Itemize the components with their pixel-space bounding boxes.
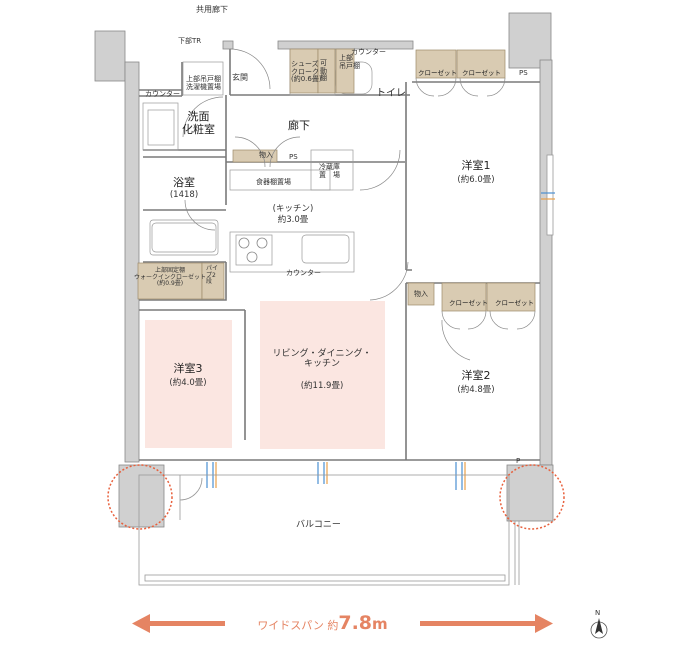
p-mark-label: P <box>516 457 521 465</box>
western3-highlight <box>145 320 232 448</box>
closet-top-1-label: クローゼット <box>418 69 457 77</box>
closet-top-2-label: クローゼット <box>462 69 501 77</box>
wide-span-prefix: ワイドスパン 約 <box>257 619 339 632</box>
ps-top-right-label: PS <box>519 69 528 77</box>
washroom-label: 洗面 化粧室 <box>182 110 215 136</box>
outer-walls <box>94 12 554 528</box>
pipe-shaft-tr-label: 下部TR <box>178 37 202 45</box>
shoe-cloak-label: シューズ クローク (約0.6畳) <box>291 60 322 84</box>
ldk-highlight <box>260 301 385 449</box>
corner-highlight-left <box>107 464 173 530</box>
north-arrow-icon <box>590 618 608 639</box>
walk-in-closet-label: 上部固定棚 ウォークインクローゼット (約0.9畳) <box>133 267 207 288</box>
pipe-shelf-label: パイプ2段 <box>206 265 219 286</box>
common-corridor-label: 共用廊下 <box>196 5 228 14</box>
wide-span-label: ワイドスパン 約7.8m <box>225 611 420 635</box>
kitchen-label: (キッチン) <box>272 204 314 214</box>
counter-left-label: カウンター <box>145 90 180 98</box>
storage2-label: 物入 <box>414 290 428 298</box>
ldk-label: リビング・ダイニング・ キッチン <box>272 349 372 370</box>
washer-cabinet-label: 上部吊戸棚 洗濯機置場 <box>186 75 221 91</box>
closet-mid-1-label: クローゼット <box>449 299 488 307</box>
wide-span-value: 7.8 <box>338 612 373 634</box>
entrance-label: 玄関 <box>232 73 248 82</box>
door-swings <box>182 48 536 361</box>
western1-size: (約6.0畳) <box>457 175 495 185</box>
bathroom-size: (1418) <box>169 190 199 200</box>
food-storage-label: 食器棚置場 <box>256 178 291 186</box>
wide-span-unit: m <box>372 615 388 633</box>
western2-label: 洋室2 <box>461 369 491 382</box>
western3-size: (約4.0畳) <box>169 378 207 388</box>
corner-highlight-right <box>499 464 565 530</box>
corridor-label: 廊下 <box>288 119 310 132</box>
balcony-outline <box>138 474 520 586</box>
movable-shelf-label: 可 動 棚 <box>320 59 327 83</box>
balcony-label: バルコニー <box>296 520 341 530</box>
stove-burners <box>238 237 268 263</box>
closet-mid-2-label: クローゼット <box>495 299 534 307</box>
kitchen-size: 約3.0畳 <box>277 215 309 225</box>
western2-size: (約4.8畳) <box>457 385 495 395</box>
ps-center-label: PS <box>289 153 298 161</box>
north-label: N <box>595 609 601 617</box>
closets <box>137 48 536 312</box>
ldk-size: (約11.9畳) <box>300 381 344 391</box>
western1-label: 洋室1 <box>461 159 491 172</box>
counter-kitchen-label: カウンター <box>286 269 321 277</box>
counter-top-label: カウンター <box>351 48 386 56</box>
western3-label: 洋室3 <box>173 362 203 375</box>
storage1-label: 物入 <box>259 151 273 159</box>
bathroom-label: 浴室 <box>173 176 195 189</box>
toilet-upper-shelf-label: 上部 吊戸棚 <box>339 54 360 70</box>
toilet-label: トイレ <box>376 88 406 99</box>
fixture-lines <box>142 48 373 273</box>
fridge-label: 冷蔵庫 置 場 <box>319 163 340 179</box>
